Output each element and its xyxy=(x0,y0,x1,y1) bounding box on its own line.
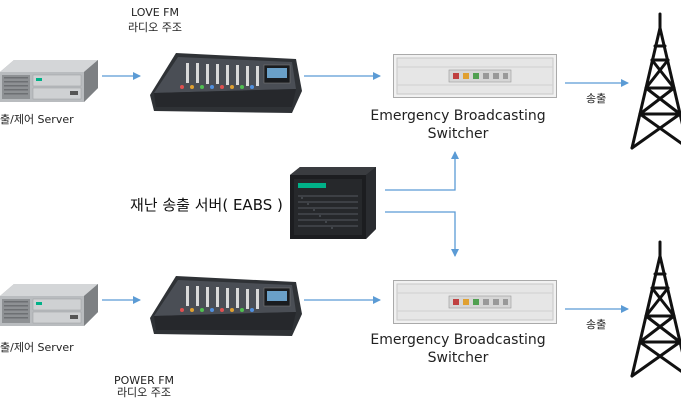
server-label-top: 출/제어 Server xyxy=(0,113,74,126)
server-icon xyxy=(0,284,98,326)
arrow-eabs-to-switcher-bottom xyxy=(385,211,459,257)
output-label-bottom: 송출 xyxy=(586,318,607,331)
transmission-tower-top xyxy=(628,12,681,150)
server-label-bottom: 출/제어 Server xyxy=(0,341,74,354)
switcher-label-top-line2: Switcher xyxy=(427,126,489,142)
console-label-top-line1: LOVE FM xyxy=(131,6,179,19)
eabs-server xyxy=(290,167,376,241)
output-label-top: 송출 xyxy=(586,92,607,105)
rack-server-bottom xyxy=(0,282,98,328)
console-label-bottom-line1: POWER FM xyxy=(113,374,175,387)
tower-icon xyxy=(630,12,681,150)
console-label-top-line2: 라디오 주조 xyxy=(127,21,183,34)
server-icon xyxy=(0,60,98,102)
mixing-console-icon xyxy=(150,53,302,113)
switcher-top xyxy=(393,54,557,98)
mixing-console-icon xyxy=(150,276,302,336)
mixing-console-top xyxy=(146,45,304,115)
console-label-bottom-line2: 라디오 주조 xyxy=(116,386,172,399)
switcher-icon xyxy=(393,54,557,98)
switcher-label-bottom-line2: Switcher xyxy=(427,350,489,366)
eabs-label: 재난 송출 서버( EABS ) xyxy=(130,196,283,214)
tower-icon xyxy=(630,240,681,378)
switcher-icon xyxy=(393,280,557,324)
tower-server-icon xyxy=(290,167,376,239)
transmission-tower-bottom xyxy=(628,240,681,378)
switcher-bottom xyxy=(393,280,557,324)
switcher-label-bottom-line1: Emergency Broadcasting xyxy=(370,332,546,348)
switcher-label-top-line1: Emergency Broadcasting xyxy=(370,108,546,124)
mixing-console-bottom xyxy=(146,268,304,338)
rack-server-top xyxy=(0,58,98,104)
arrow-eabs-to-switcher-top xyxy=(385,151,459,191)
